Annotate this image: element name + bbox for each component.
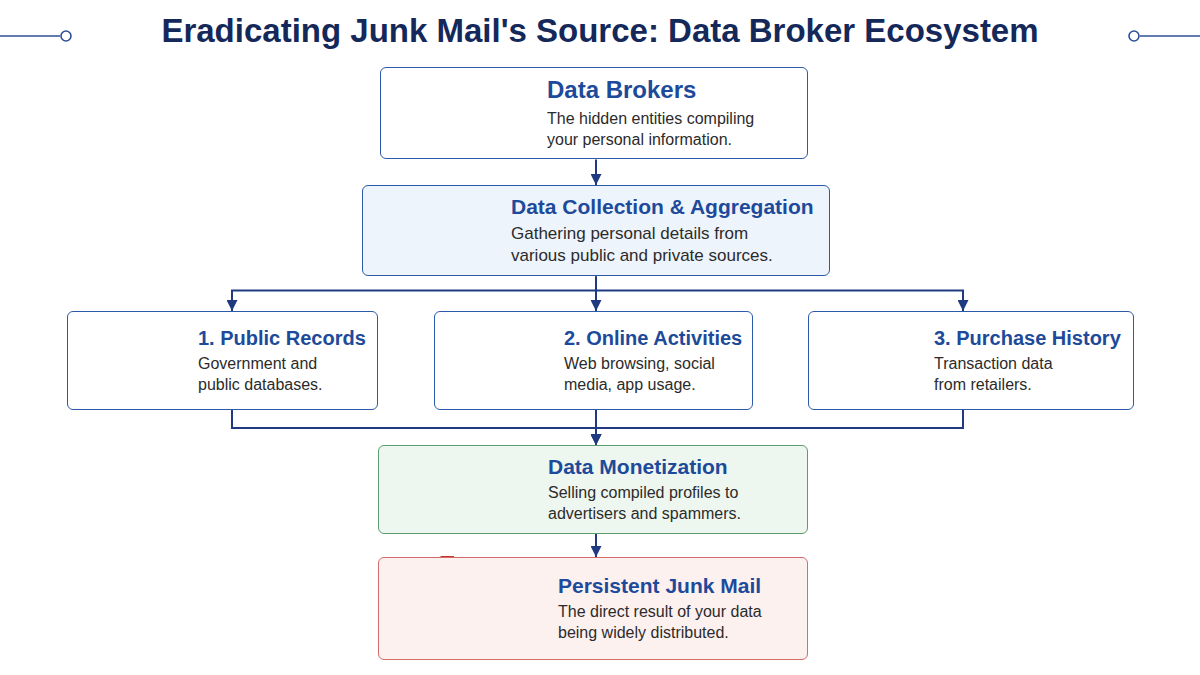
node-heading: 2. Online Activities	[564, 326, 742, 350]
process-box: 3. Purchase HistoryTransaction data from…	[808, 311, 1134, 410]
title-dot	[61, 31, 71, 41]
node-description: Government and public databases.	[198, 354, 323, 396]
node-heading: 1. Public Records	[198, 326, 367, 350]
diagram-title: Eradicating Junk Mail's Source: Data Bro…	[0, 12, 1200, 50]
node-description: The hidden entities compiling your perso…	[547, 109, 782, 151]
process-box: 2. Online ActivitiesWeb browsing, social…	[434, 311, 753, 410]
node-heading: Data Monetization	[548, 454, 797, 479]
process-box: Data BrokersThe hidden entities compilin…	[380, 67, 808, 159]
node-heading: 3. Purchase History	[934, 326, 1123, 350]
flow-arrow	[595, 276, 597, 311]
node-description: Transaction data from retailers.	[934, 354, 1074, 396]
process-box: 1. Public RecordsGovernment and public d…	[67, 311, 378, 410]
title-rule	[1140, 35, 1200, 37]
process-box: Data MonetizationSelling compiled profil…	[378, 445, 808, 534]
node-description: The direct result of your data being wid…	[558, 602, 797, 644]
flow-arrow	[232, 276, 596, 311]
flow-arrow	[595, 410, 597, 445]
node-heading: Persistent Junk Mail	[558, 573, 797, 598]
flow-arrow	[232, 410, 596, 445]
node-heading: Data Collection & Aggregation	[511, 194, 819, 219]
node-description: Gathering personal details from various …	[511, 223, 786, 267]
flow-arrow	[595, 159, 597, 185]
process-box: Persistent Junk MailThe direct result of…	[378, 557, 808, 660]
flow-arrow	[596, 276, 963, 311]
flow-arrow	[596, 410, 963, 445]
flow-arrow	[595, 534, 597, 557]
node-heading: Data Brokers	[547, 76, 797, 105]
title-rule	[0, 35, 60, 37]
title-dot	[1129, 31, 1139, 41]
process-box: Data Collection & AggregationGathering p…	[362, 185, 830, 276]
node-description: Selling compiled profiles to advertisers…	[548, 483, 788, 525]
node-description: Web browsing, social media, app usage.	[564, 354, 739, 396]
